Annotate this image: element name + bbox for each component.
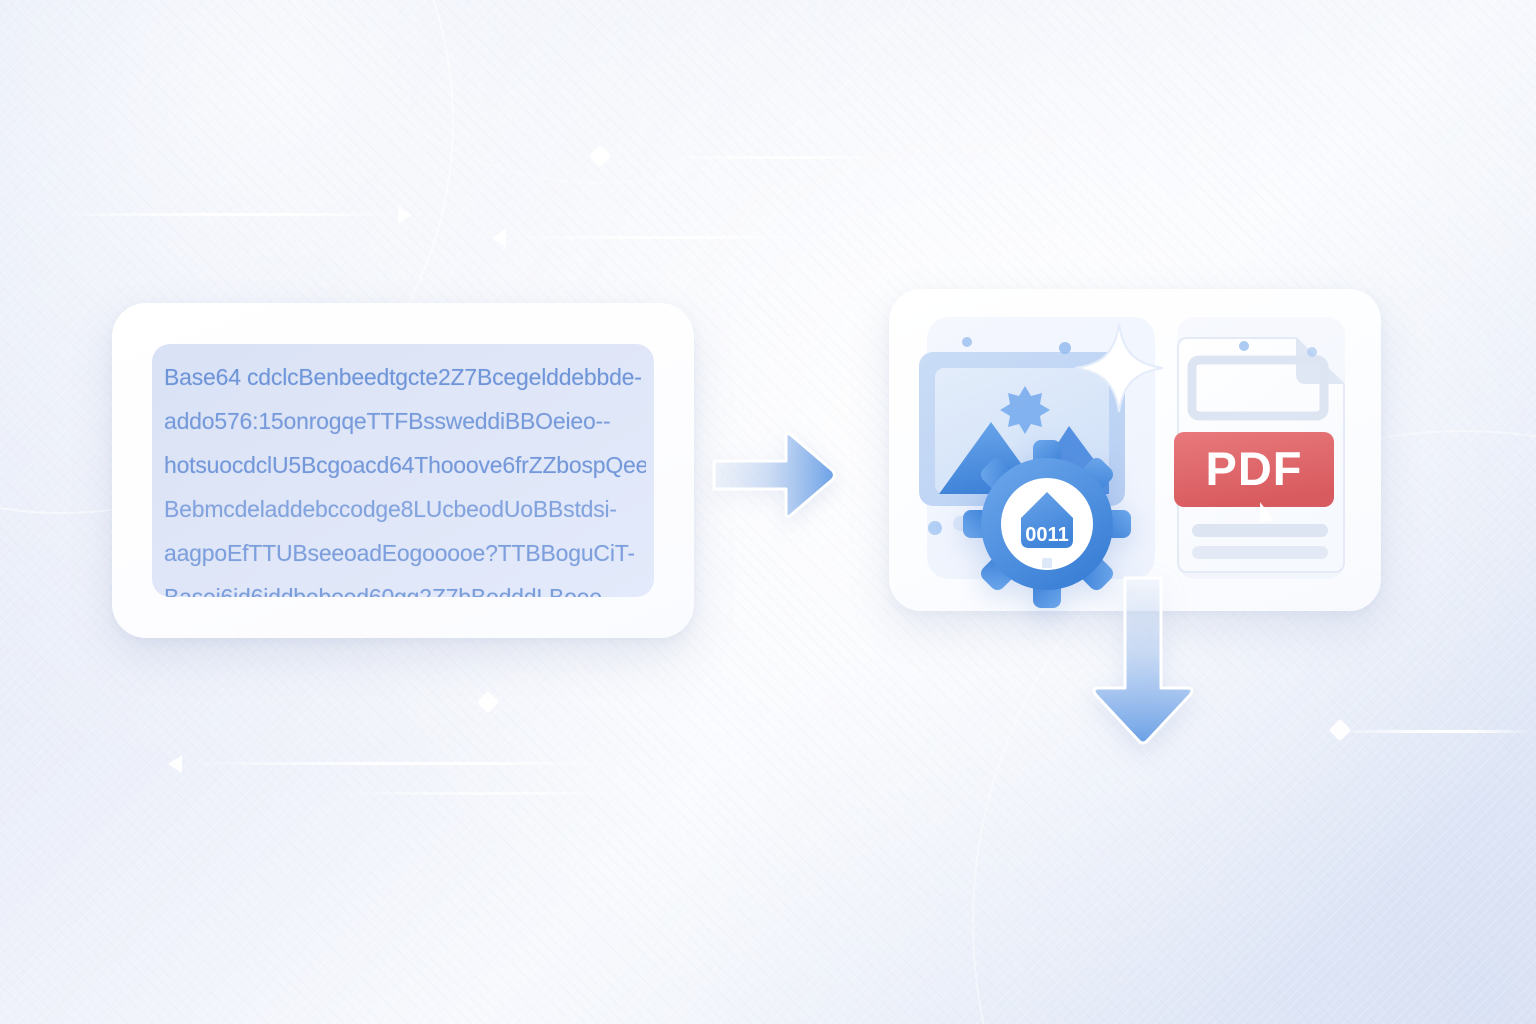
- gear-binary-icon: 0011: [963, 440, 1131, 608]
- deco-arrow-upper-line: [660, 156, 880, 159]
- deco-node-right: [1328, 718, 1352, 742]
- doc-text-line: [1192, 546, 1328, 559]
- code-line: Bebmcdeladdebccodge8LUcbeodUoBBstdsi-: [164, 496, 617, 522]
- pdf-badge-text: PDF: [1206, 442, 1303, 495]
- deco-arrow-bottom-left-line: [182, 762, 602, 765]
- pdf-document-icon: PDF: [1174, 337, 1345, 573]
- convert-arrow-icon: [712, 431, 836, 519]
- background-arc-top-mid: [250, 0, 954, 184]
- deco-arrow-top-left-head: [492, 229, 506, 247]
- deco-node-left: [476, 690, 500, 714]
- base64-input-card[interactable]: Base64 cdclcBenbeedtgcte2Z7Bcegelddebbde…: [112, 303, 694, 638]
- binary-badge-shape: [1021, 492, 1073, 548]
- code-line: Base64 cdclcBenbeedtgcte2Z7Bcegelddebbde…: [164, 364, 642, 390]
- code-line: aagpoEfTTUBseeoadEogooooe?TTBBoguCiT-: [164, 540, 635, 566]
- deco-arrow-bottom-faint-line: [330, 792, 620, 795]
- download-arrow-icon: [1092, 576, 1194, 745]
- base64-code-block[interactable]: Base64 cdclcBenbeedtgcte2Z7Bcegelddebbde…: [152, 344, 654, 597]
- deco-arrow-top-left-line: [505, 236, 805, 239]
- deco-arrow-bottom-right-line: [1330, 730, 1535, 733]
- deco-arrow-bottom-left-head: [168, 755, 182, 773]
- deco-node-upper: [588, 144, 612, 168]
- code-line: hotsuocdclU5Bcgoacd64Thooove6frZZbospQee: [164, 452, 646, 478]
- code-line: Basej6id6iddbeboed60gg2Z7bBodddLBoee-...: [164, 584, 628, 597]
- pdf-badge: [1174, 432, 1334, 507]
- code-line: addo576:15onrogqeTTFBssweddiBBOeieo--: [164, 408, 611, 434]
- binary-text: 0011: [1025, 524, 1068, 546]
- deco-arrow-top-right-line: [45, 213, 400, 216]
- deco-arrow-top-right-head: [398, 206, 412, 224]
- doc-text-line: [1192, 524, 1328, 537]
- sparkle-icon: [1074, 323, 1164, 413]
- sun-icon: [1000, 386, 1050, 434]
